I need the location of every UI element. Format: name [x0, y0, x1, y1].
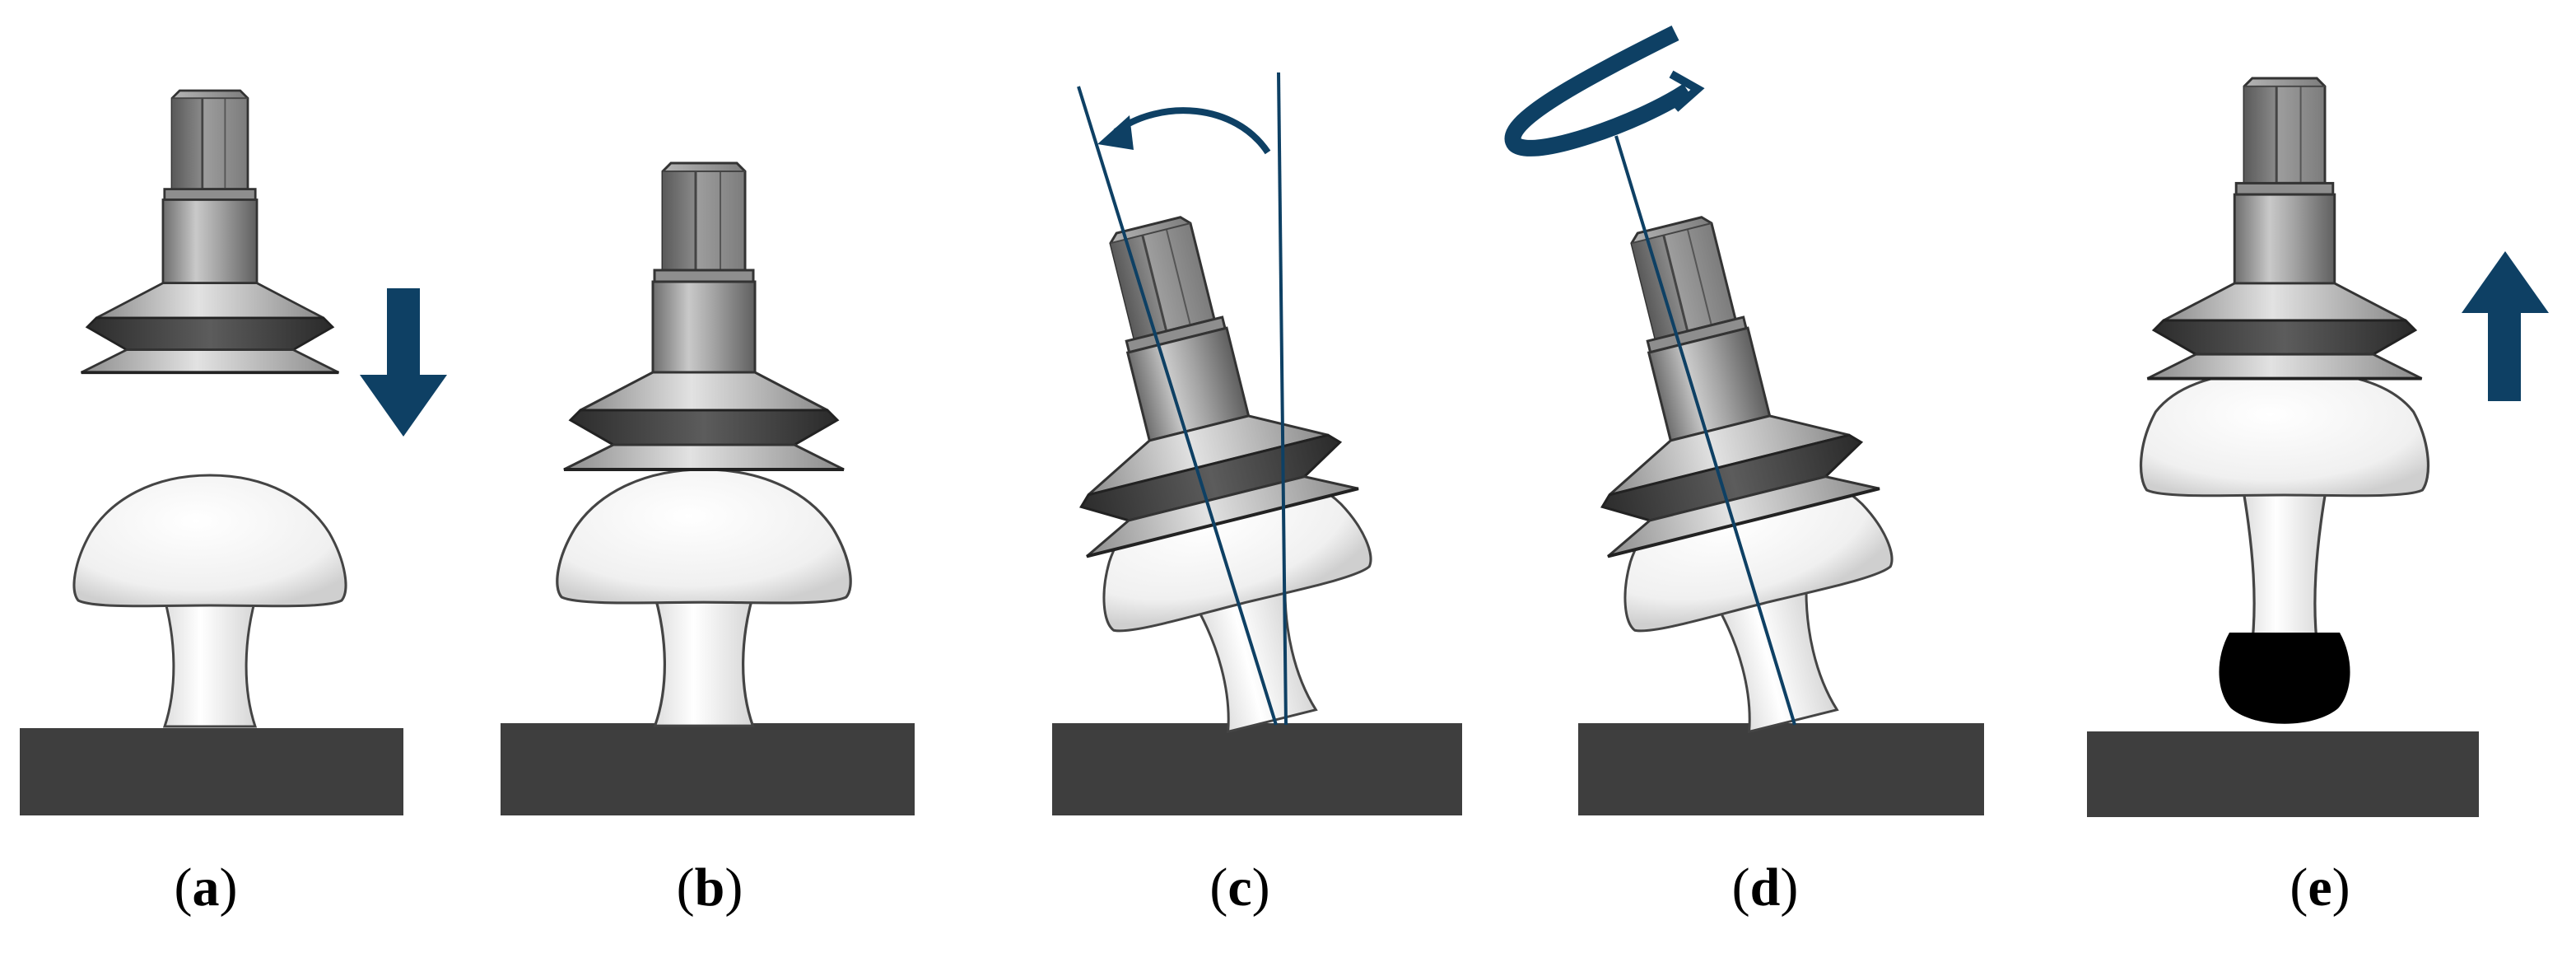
base-plate — [1578, 723, 1984, 815]
base-plate — [501, 723, 915, 815]
panel-a — [20, 89, 447, 815]
mushroom-part — [72, 474, 347, 728]
base-plate — [2087, 731, 2479, 817]
droplet — [2219, 633, 2350, 724]
reference-axis — [1277, 72, 1288, 726]
suction-gripper — [2145, 77, 2424, 381]
panel-d — [1504, 26, 1984, 815]
mushroom-part — [2139, 369, 2430, 656]
base-plate — [1052, 723, 1462, 815]
rotation-arrow-icon — [1504, 26, 1705, 156]
panel-c — [1011, 72, 1462, 815]
down-arrow-icon — [360, 288, 447, 437]
base-plate — [20, 728, 403, 815]
suction-gripper — [562, 161, 845, 471]
caption-c: (c) — [1209, 857, 1270, 918]
caption-e: (e) — [2290, 857, 2350, 918]
curved-arrow-icon — [1097, 107, 1271, 155]
up-arrow-icon — [2462, 251, 2549, 401]
tilted-axis — [1614, 135, 1796, 726]
mushroom-part — [556, 468, 852, 727]
suction-gripper — [1011, 189, 1360, 558]
caption-b: (b) — [676, 857, 743, 918]
caption-d: (d) — [1731, 857, 1799, 918]
panel-e — [2087, 77, 2549, 817]
panel-b — [501, 161, 915, 815]
caption-a: (a) — [174, 857, 238, 918]
tilted-axis — [1077, 86, 1278, 726]
suction-gripper — [1532, 189, 1881, 558]
suction-gripper — [79, 89, 341, 375]
